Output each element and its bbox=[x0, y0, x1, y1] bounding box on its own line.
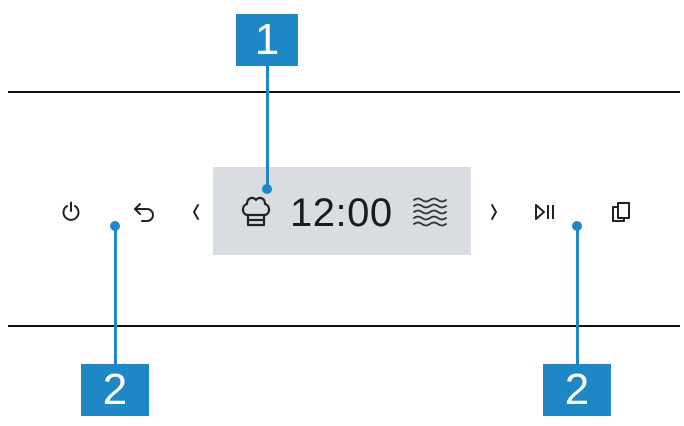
callout-1-badge: 1 bbox=[236, 14, 298, 66]
time-display[interactable]: 12:00 bbox=[290, 191, 393, 235]
back-arrow-icon[interactable] bbox=[133, 202, 157, 222]
panel-top-edge bbox=[8, 91, 680, 93]
callout-2-left-leader-line bbox=[114, 226, 117, 366]
callout-2-right-pointer-dot bbox=[572, 221, 582, 231]
menu-pages-icon[interactable] bbox=[611, 201, 631, 222]
callout-1-pointer-dot bbox=[262, 184, 272, 194]
callout-2-left-badge: 2 bbox=[81, 364, 149, 416]
chef-hat-icon[interactable] bbox=[240, 193, 272, 229]
play-pause-icon[interactable] bbox=[534, 203, 556, 221]
callout-1-leader-line bbox=[266, 64, 269, 188]
display-area bbox=[213, 167, 471, 255]
chevron-right-icon[interactable] bbox=[489, 203, 499, 221]
callout-2-left-pointer-dot bbox=[110, 221, 120, 231]
heat-waves-icon[interactable] bbox=[412, 196, 448, 230]
callout-2-right-badge: 2 bbox=[543, 364, 611, 416]
callout-2-right-leader-line bbox=[576, 226, 579, 366]
panel-bottom-edge bbox=[8, 325, 680, 327]
power-icon[interactable] bbox=[61, 201, 81, 222]
chevron-left-icon[interactable] bbox=[191, 203, 201, 221]
